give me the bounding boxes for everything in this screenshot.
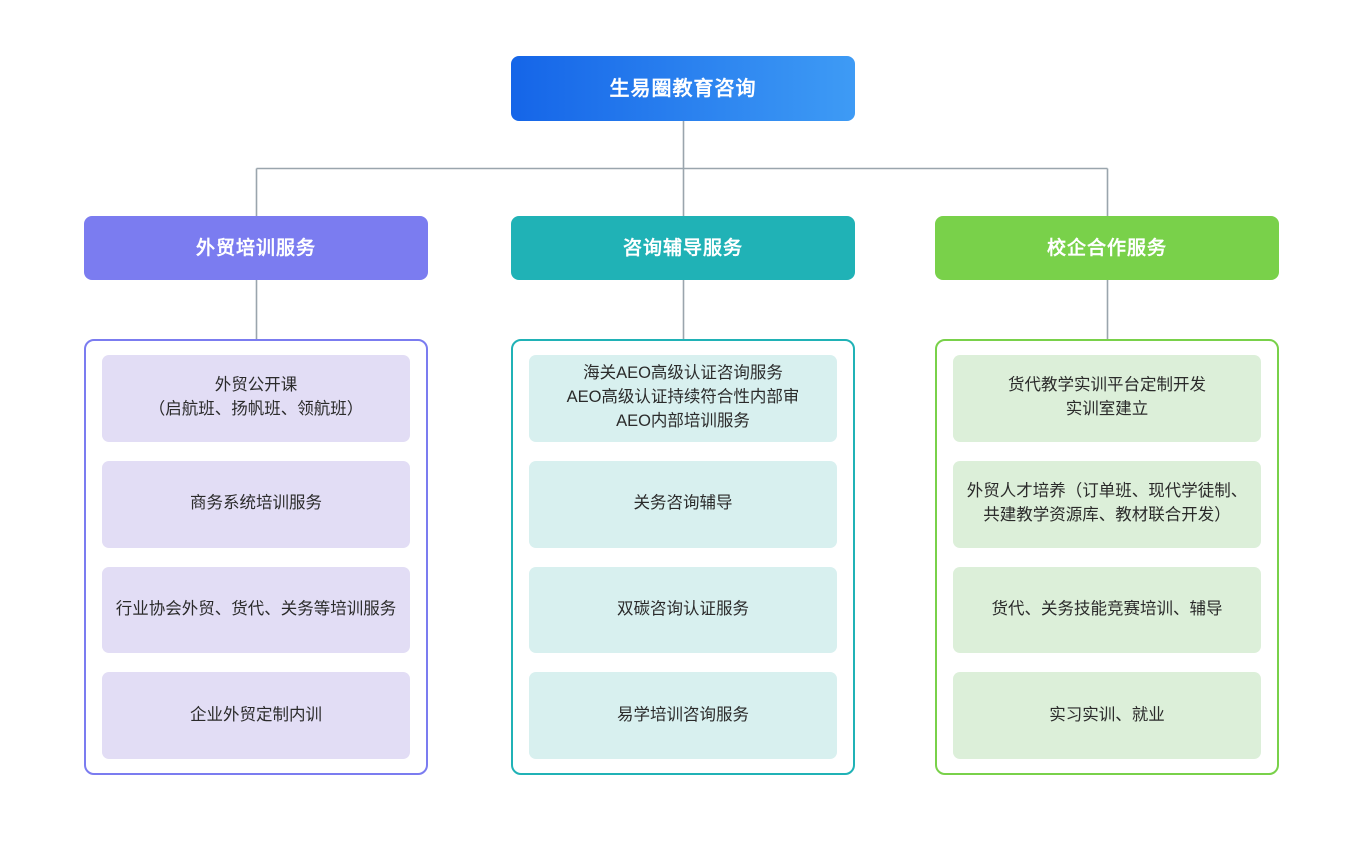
item-card[interactable]: 关务咨询辅导 — [529, 460, 837, 548]
branch-header-consulting[interactable]: 咨询辅导服务 — [511, 216, 855, 280]
item-card-label: 海关AEO高级认证咨询服务 AEO高级认证持续符合性内部审 AEO内部培训服务 — [566, 364, 800, 431]
branch-header-training[interactable]: 外贸培训服务 — [84, 216, 428, 280]
item-card-label: 双碳咨询认证服务 — [617, 599, 749, 618]
item-card-label: 货代、关务技能竞赛培训、辅导 — [991, 599, 1223, 618]
item-card[interactable]: 外贸人才培养（订单班、现代学徒制、共建教学资源库、教材联合开发） — [953, 460, 1261, 548]
item-card-label: 企业外贸定制内训 — [190, 705, 322, 724]
branch-header-label: 外贸培训服务 — [195, 237, 316, 259]
branch-header-label: 校企合作服务 — [1046, 237, 1167, 259]
item-card[interactable]: 双碳咨询认证服务 — [529, 566, 837, 654]
root-node[interactable]: 生易圈教育咨询 — [511, 56, 855, 121]
item-card-label: 外贸人才培养（订单班、现代学徒制、共建教学资源库、教材联合开发） — [966, 482, 1248, 525]
root-node-label: 生易圈教育咨询 — [609, 77, 757, 100]
branch-items-training: 外贸公开课 （启航班、扬帆班、领航班） 商务系统培训服务 行业协会外贸、货代、关… — [84, 339, 428, 775]
item-card-label: 行业协会外贸、货代、关务等培训服务 — [115, 599, 397, 618]
item-card[interactable]: 外贸公开课 （启航班、扬帆班、领航班） — [102, 355, 410, 442]
item-card-label: 关务咨询辅导 — [633, 494, 733, 513]
item-card-label: 商务系统培训服务 — [190, 494, 322, 513]
branch-header-label: 咨询辅导服务 — [622, 237, 743, 259]
item-card[interactable]: 货代、关务技能竞赛培训、辅导 — [953, 566, 1261, 654]
branch-items-school-enterprise: 货代教学实训平台定制开发 实训室建立 外贸人才培养（订单班、现代学徒制、共建教学… — [935, 339, 1279, 775]
item-card[interactable]: 货代教学实训平台定制开发 实训室建立 — [953, 355, 1261, 442]
branch-items-consulting: 海关AEO高级认证咨询服务 AEO高级认证持续符合性内部审 AEO内部培训服务 … — [511, 339, 855, 775]
item-card[interactable]: 商务系统培训服务 — [102, 460, 410, 548]
item-card[interactable]: 行业协会外贸、货代、关务等培训服务 — [102, 566, 410, 654]
item-card-label: 货代教学实训平台定制开发 实训室建立 — [1008, 376, 1206, 419]
item-card-label: 实习实训、就业 — [1049, 705, 1165, 724]
item-card[interactable]: 易学培训咨询服务 — [529, 672, 837, 759]
item-card-label: 易学培训咨询服务 — [617, 705, 749, 724]
item-card[interactable]: 实习实训、就业 — [953, 672, 1261, 759]
item-card[interactable]: 企业外贸定制内训 — [102, 672, 410, 759]
item-card[interactable]: 海关AEO高级认证咨询服务 AEO高级认证持续符合性内部审 AEO内部培训服务 — [529, 355, 837, 442]
branch-header-school-enterprise[interactable]: 校企合作服务 — [935, 216, 1279, 280]
item-card-label: 外贸公开课 （启航班、扬帆班、领航班） — [148, 376, 364, 419]
